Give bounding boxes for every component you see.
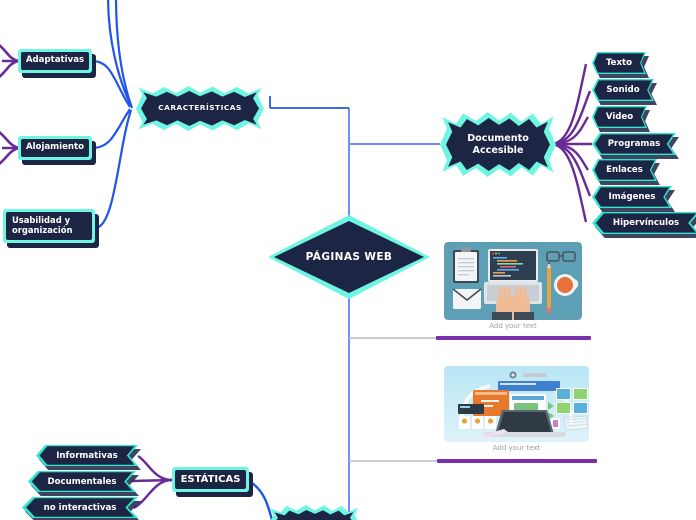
leaf-node-imagenes[interactable]: Imágenes xyxy=(592,186,675,212)
branch-node-partial-bottom[interactable] xyxy=(268,505,360,520)
leaf-label-hipervinculos: Hipervínculos xyxy=(595,213,696,233)
image-underline-bar-1 xyxy=(436,336,591,340)
leaf-label-programas: Programas xyxy=(594,134,674,154)
leaf-node-hipervinculos[interactable]: Hipervínculos xyxy=(592,212,696,238)
leaf-label-adaptativas: Adaptativas xyxy=(21,52,89,70)
laptop-webpages-illustration xyxy=(444,366,589,442)
leaf-node-no-interactivas[interactable]: no interactivas xyxy=(22,497,141,520)
image-thumbnail-laptop-webpages xyxy=(444,366,589,442)
branch-label-caracteristicas: CARACTERÍSTICAS xyxy=(141,91,259,126)
branch-label-partial-bottom xyxy=(273,510,355,520)
image-caption-2: Add your text xyxy=(492,444,541,452)
leaf-node-usabilidad-organizacion[interactable]: Usabilidad y organización xyxy=(3,209,99,248)
leaf-label-imagenes: Imágenes xyxy=(594,187,670,207)
center-node-label: PÁGINAS WEB xyxy=(274,221,424,293)
center-node-paginas-web[interactable]: PÁGINAS WEB xyxy=(268,215,430,299)
image-caption-1: Add your text xyxy=(489,322,537,330)
leaf-node-sonido[interactable]: Sonido xyxy=(592,79,657,105)
coding-laptop-illustration xyxy=(444,242,582,320)
leaf-node-video[interactable]: Video xyxy=(592,106,650,132)
leaf-node-documentales[interactable]: Documentales xyxy=(28,471,139,496)
image-thumbnail-coding-laptop xyxy=(444,242,582,320)
branch-label-estaticas: ESTÁTICAS xyxy=(175,470,246,489)
leaf-node-informativas[interactable]: Informativas xyxy=(36,445,141,470)
branch-node-caracteristicas[interactable]: CARACTERÍSTICAS xyxy=(136,86,264,131)
leaf-node-texto[interactable]: Texto xyxy=(592,52,649,78)
branch-label-documento-accesible: Documento Accesible xyxy=(446,118,550,171)
leaf-label-usabilidad-organizacion: Usabilidad y organización xyxy=(6,212,92,240)
leaf-label-documentales: Documentales xyxy=(31,472,133,491)
image-underline-bar-2 xyxy=(437,459,597,463)
leaf-node-enlaces[interactable]: Enlaces xyxy=(592,159,660,185)
leaf-label-video: Video xyxy=(593,107,646,127)
leaf-node-programas[interactable]: Programas xyxy=(592,133,679,159)
image-card-laptop-webpages[interactable] xyxy=(444,366,589,442)
branch-node-documento-accesible[interactable]: Documento Accesible xyxy=(440,112,556,177)
branch-node-estaticas[interactable]: ESTÁTICAS xyxy=(172,467,253,497)
leaf-label-sonido: Sonido xyxy=(594,80,652,100)
leaf-label-enlaces: Enlaces xyxy=(594,160,655,180)
leaf-label-no-interactivas: no interactivas xyxy=(26,498,134,517)
leaf-label-informativas: Informativas xyxy=(39,446,135,465)
image-card-coding-laptop[interactable] xyxy=(444,242,582,320)
leaf-node-adaptativas[interactable]: Adaptativas xyxy=(18,49,96,78)
leaf-label-alojamiento: Alojamiento xyxy=(21,139,89,157)
leaf-label-texto: Texto xyxy=(593,53,645,73)
leaf-node-alojamiento[interactable]: Alojamiento xyxy=(18,136,96,165)
